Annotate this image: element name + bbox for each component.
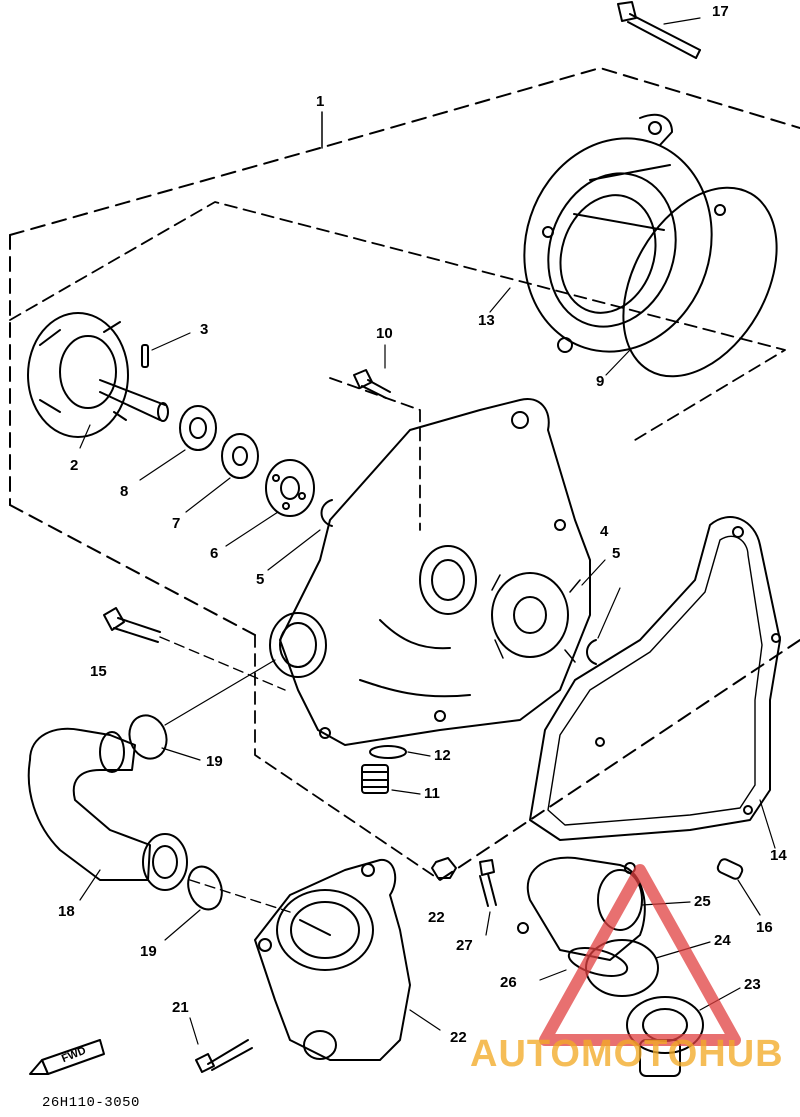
callout-5-left: 5 bbox=[256, 571, 265, 588]
nut-22 bbox=[431, 857, 457, 879]
callout-27: 27 bbox=[456, 937, 473, 954]
callout-8: 8 bbox=[120, 483, 129, 500]
callout-22-housing: 22 bbox=[450, 1029, 467, 1046]
callout-15: 15 bbox=[90, 663, 107, 680]
drawing-code: 26H110-3050 bbox=[42, 1095, 140, 1111]
callout-7: 7 bbox=[172, 515, 181, 532]
bolt-27 bbox=[479, 859, 497, 936]
pump-housing-4 bbox=[269, 398, 606, 746]
callout-16: 16 bbox=[756, 919, 773, 936]
pin-3 bbox=[141, 332, 191, 368]
callout-3: 3 bbox=[200, 321, 209, 338]
callout-22-nut: 22 bbox=[428, 909, 445, 926]
plug-11 bbox=[361, 764, 421, 795]
callout-19-upper: 19 bbox=[206, 753, 223, 770]
callout-11: 11 bbox=[424, 785, 440, 802]
bolt-10 bbox=[353, 344, 391, 399]
pipe-axis-upper bbox=[164, 659, 276, 726]
callout-26: 26 bbox=[500, 974, 517, 991]
bearing-6 bbox=[265, 459, 315, 517]
callout-14: 14 bbox=[770, 847, 787, 864]
pump-cover-13 bbox=[489, 113, 726, 353]
o-ring-19-lower bbox=[164, 865, 223, 941]
callout-12: 12 bbox=[434, 747, 451, 764]
callout-24: 24 bbox=[714, 932, 731, 949]
washer-12 bbox=[369, 745, 431, 759]
callout-23: 23 bbox=[744, 976, 761, 993]
callout-25: 25 bbox=[694, 893, 711, 910]
bolt-15-axis bbox=[159, 636, 286, 691]
impeller-2 bbox=[27, 312, 169, 449]
pin-16 bbox=[716, 858, 761, 916]
seal-8 bbox=[179, 405, 217, 451]
inner-boundary bbox=[9, 201, 786, 881]
o-ring-19-upper bbox=[128, 714, 201, 761]
bolt-21 bbox=[189, 1017, 253, 1073]
callout-17: 17 bbox=[712, 3, 729, 20]
seal-7 bbox=[221, 433, 259, 479]
watermark-triangle-icon bbox=[539, 864, 741, 1046]
watermark-logo-text: AUTOMOTOHUB bbox=[470, 1033, 784, 1075]
callout-21: 21 bbox=[172, 999, 189, 1016]
assembly-1-boundary bbox=[9, 67, 800, 881]
callout-2: 2 bbox=[70, 457, 79, 474]
callout-10: 10 bbox=[376, 325, 393, 342]
o-ring-9 bbox=[605, 186, 778, 378]
callout-6: 6 bbox=[210, 545, 219, 562]
callout-1: 1 bbox=[316, 93, 325, 110]
elbow-pipe-18 bbox=[27, 727, 188, 901]
callout-4: 4 bbox=[600, 523, 609, 540]
gasket-14 bbox=[529, 516, 781, 849]
thermostat-housing-22 bbox=[254, 858, 441, 1061]
fwd-arrow-icon bbox=[29, 1039, 105, 1075]
pipe-axis-lower bbox=[189, 879, 291, 913]
callout-9: 9 bbox=[596, 373, 605, 390]
bolt-15 bbox=[103, 607, 161, 643]
callout-5-right: 5 bbox=[612, 545, 621, 562]
circlip-5-right bbox=[586, 639, 597, 665]
callout-18: 18 bbox=[58, 903, 75, 920]
callout-13: 13 bbox=[478, 312, 495, 329]
bolt-17 bbox=[617, 1, 701, 59]
callout-19-lower: 19 bbox=[140, 943, 157, 960]
